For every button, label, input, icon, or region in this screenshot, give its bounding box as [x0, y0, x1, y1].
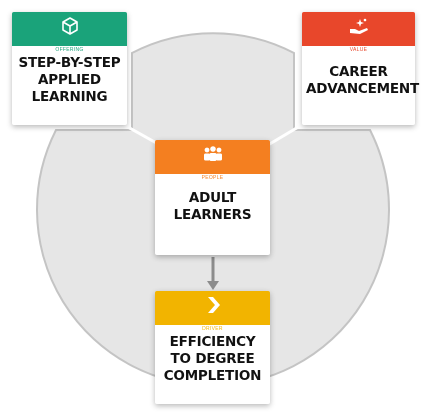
- box-icon: [61, 17, 78, 35]
- chevron-right-icon: [207, 297, 220, 313]
- offering-tag: OFFERING: [52, 47, 87, 54]
- offering-title: STEP-BY-STEP APPLIED LEARNING: [16, 55, 123, 106]
- people-title: ADULT LEARNERS: [159, 190, 266, 224]
- value-header: [302, 12, 415, 40]
- value-card: VALUE CAREER ADVANCEMENT: [302, 12, 420, 125]
- connector-value-people: [267, 124, 301, 147]
- offering-title-line: APPLIED: [38, 72, 101, 88]
- value-tag: VALUE: [346, 47, 371, 54]
- value-title-line: ADVANCEMENT: [306, 81, 420, 97]
- value-title-line: CAREER: [329, 64, 388, 80]
- offering-header: [12, 12, 127, 40]
- people-card: PEOPLE ADULT LEARNERS: [155, 140, 270, 255]
- driver-header: [155, 291, 270, 319]
- offering-card: OFFERING STEP-BY-STEP APPLIED LEARNING: [12, 12, 127, 125]
- people-icon: [203, 146, 222, 161]
- driver-card: DRIVER EFFICIENCY TO DEGREE COMPLETION: [155, 291, 270, 404]
- driver-title-line: COMPLETION: [163, 368, 262, 384]
- hand-sparkle-icon: [349, 18, 368, 34]
- offering-title-line: STEP-BY-STEP: [18, 55, 121, 71]
- arrow-people-to-driver: [207, 257, 219, 290]
- driver-tag: DRIVER: [199, 326, 226, 333]
- driver-title: EFFICIENCY TO DEGREE COMPLETION: [159, 334, 266, 385]
- offering-title-line: LEARNING: [31, 89, 108, 105]
- people-title-line: ADULT: [188, 190, 237, 206]
- value-title: CAREER ADVANCEMENT: [306, 64, 420, 98]
- driver-title-line: TO DEGREE: [170, 351, 255, 367]
- people-header: [155, 140, 270, 168]
- connector-offering-people: [125, 124, 161, 147]
- people-title-line: LEARNERS: [173, 207, 252, 223]
- people-tag: PEOPLE: [198, 175, 227, 182]
- driver-title-line: EFFICIENCY: [169, 334, 256, 350]
